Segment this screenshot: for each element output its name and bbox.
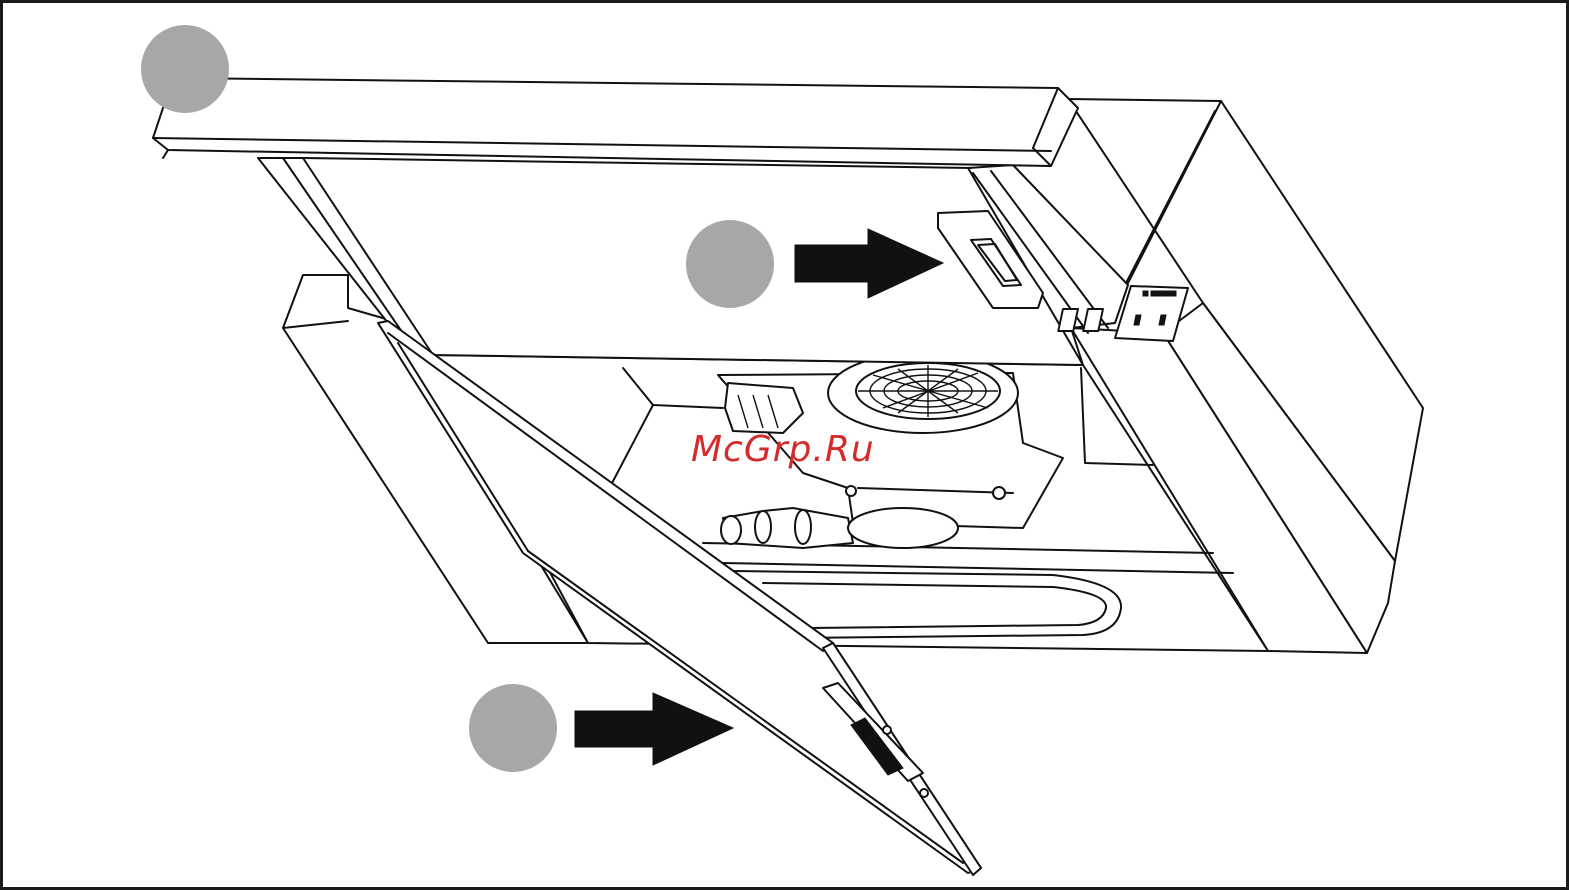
range-hood-diagram: McGrp.Ru xyxy=(3,3,1566,887)
arrow-to-front-panel xyxy=(575,693,733,765)
step-marker-3 xyxy=(469,684,557,772)
step-marker-1 xyxy=(141,25,229,113)
step-marker-2 xyxy=(686,220,774,308)
arrow-to-filter-handle xyxy=(795,229,943,298)
motor-bracket xyxy=(725,383,803,433)
fan-wheel xyxy=(828,353,1018,433)
front-top-bar xyxy=(153,78,1078,166)
watermark-text: McGrp.Ru xyxy=(691,429,875,470)
